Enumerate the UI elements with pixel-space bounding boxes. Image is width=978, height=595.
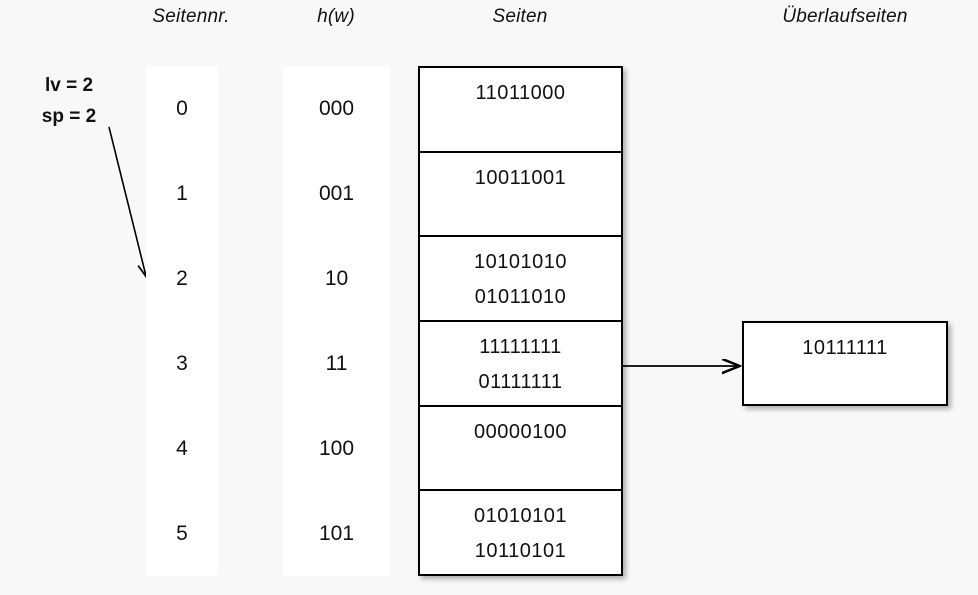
column-header-seitennr: Seitennr. <box>152 6 230 27</box>
hw-cell: 000 <box>318 96 355 120</box>
split-pointer-annotation: lv = 2 sp = 2 <box>14 70 124 132</box>
page-entry: 01111111 <box>478 371 563 394</box>
column-header-ueberlaufseiten: Überlaufseiten <box>782 6 908 27</box>
overflow-link-arrow-icon <box>622 348 748 384</box>
annotation-lv: lv = 2 <box>44 75 94 96</box>
page-entry: 10011001 <box>474 166 567 189</box>
page-row: 11011000 <box>420 68 621 153</box>
page-entry: 01010101 <box>474 505 567 528</box>
page-entry: 00000100 <box>474 420 567 443</box>
column-hw: 000 001 10 11 100 101 <box>283 66 390 576</box>
page-row: 01010101 10110101 <box>420 491 621 574</box>
pages-table: 11011000 10011001 10101010 01011010 1111… <box>418 66 623 576</box>
seitennr-cell: 4 <box>176 436 188 460</box>
page-entry: 11111111 <box>479 336 562 359</box>
hw-cell: 11 <box>325 351 348 375</box>
column-header-seiten: Seiten <box>492 6 548 27</box>
seitennr-cell: 0 <box>176 96 188 120</box>
hw-cell: 100 <box>318 436 355 460</box>
page-row: 10011001 <box>420 153 621 238</box>
column-seitennr: 0 1 2 3 4 5 <box>146 66 218 576</box>
column-header-hw: h(w) <box>317 6 355 27</box>
seitennr-cell: 3 <box>176 351 188 375</box>
page-row: 10101010 01011010 <box>420 237 621 323</box>
seitennr-cell: 2 <box>176 266 188 290</box>
page-entry: 10110101 <box>474 540 567 563</box>
page-entry: 01011010 <box>474 286 567 309</box>
page-row: 00000100 <box>420 407 621 492</box>
hw-cell: 001 <box>318 181 355 205</box>
hw-cell: 10 <box>324 266 349 290</box>
page-entry: 10101010 <box>474 251 567 274</box>
seitennr-cell: 5 <box>176 521 188 545</box>
page-row: 11111111 01111111 <box>420 322 621 407</box>
overflow-page-entry: 10111111 <box>802 337 888 359</box>
page-entry: 11011000 <box>475 82 566 104</box>
annotation-sp: sp = 2 <box>41 106 97 127</box>
hw-cell: 101 <box>318 521 355 545</box>
overflow-page-box: 10111111 <box>742 321 948 406</box>
seitennr-cell: 1 <box>176 181 188 205</box>
